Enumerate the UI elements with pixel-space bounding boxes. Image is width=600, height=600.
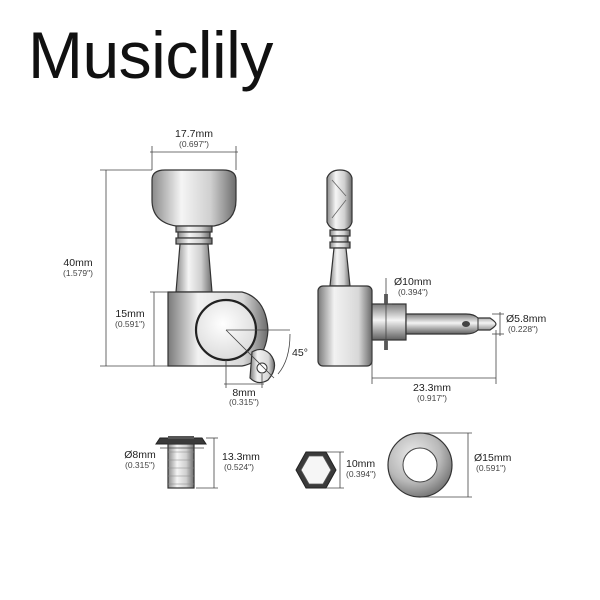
dim-post-length-inch: (0.917") <box>417 393 447 403</box>
dim-hex-nut-mm: 10mm <box>346 458 375 470</box>
dim-hex-nut-inch: (0.394") <box>346 469 376 479</box>
string-post <box>405 313 497 335</box>
dim-button-width-inch: (0.697") <box>179 139 209 149</box>
dim-post-dia-mm: Ø5.8mm <box>506 313 547 325</box>
nut-knurled-body <box>167 443 195 489</box>
dim-nut-dia-mm: Ø8mm <box>124 449 156 461</box>
dim-nut-dia-inch: (0.315") <box>125 460 155 470</box>
dim-housing-height-inch: (0.591") <box>115 319 145 329</box>
button-collar-side <box>329 229 351 237</box>
dim-nut-height-inch: (0.524") <box>224 462 254 472</box>
bushing <box>371 303 407 341</box>
dim-ear-angle: 45° <box>292 347 308 359</box>
button-collar <box>175 237 213 245</box>
dim-total-height-mm: 40mm <box>63 257 92 269</box>
dim-ear-offset-mm: 8mm <box>232 387 256 399</box>
dim-bushing-dia-mm: Ø10mm <box>394 276 432 288</box>
dim-button-width-mm: 17.7mm <box>175 128 213 140</box>
tuner-button-side <box>326 169 353 231</box>
button-collar <box>175 225 213 233</box>
button-collar-side <box>329 241 351 249</box>
brand-logo-text: Musiclily <box>28 18 273 92</box>
dim-total-height-inch: (1.579") <box>63 268 93 278</box>
dim-nut-height-mm: 13.3mm <box>222 451 260 463</box>
ear-screw-hole <box>256 362 268 374</box>
front-view-tuner <box>151 169 276 384</box>
dim-housing-height-mm: 15mm <box>115 308 144 320</box>
string-hole <box>462 321 470 327</box>
dim-post-dia-inch: (0.228") <box>508 324 538 334</box>
button-shaft <box>175 243 213 293</box>
washer <box>387 432 453 498</box>
hex-nut <box>295 451 337 489</box>
button-collar-side <box>331 235 349 243</box>
dimension-lines <box>100 146 504 498</box>
side-view-tuner <box>317 169 497 367</box>
bushing-nut <box>155 436 207 489</box>
button-shaft-side <box>329 247 351 287</box>
dim-post-length-mm: 23.3mm <box>413 382 451 394</box>
dim-washer-dia-mm: Ø15mm <box>474 452 512 464</box>
tuner-button-front <box>151 169 237 227</box>
dim-bushing-dia-inch: (0.394") <box>398 287 428 297</box>
dimension-labels: 17.7mm (0.697") 40mm (1.579") 15mm (0.59… <box>63 128 546 479</box>
tuner-housing-side <box>317 285 373 367</box>
dim-washer-dia-inch: (0.591") <box>476 463 506 473</box>
dim-ear-offset-inch: (0.315") <box>229 397 259 407</box>
button-collar <box>177 231 211 239</box>
